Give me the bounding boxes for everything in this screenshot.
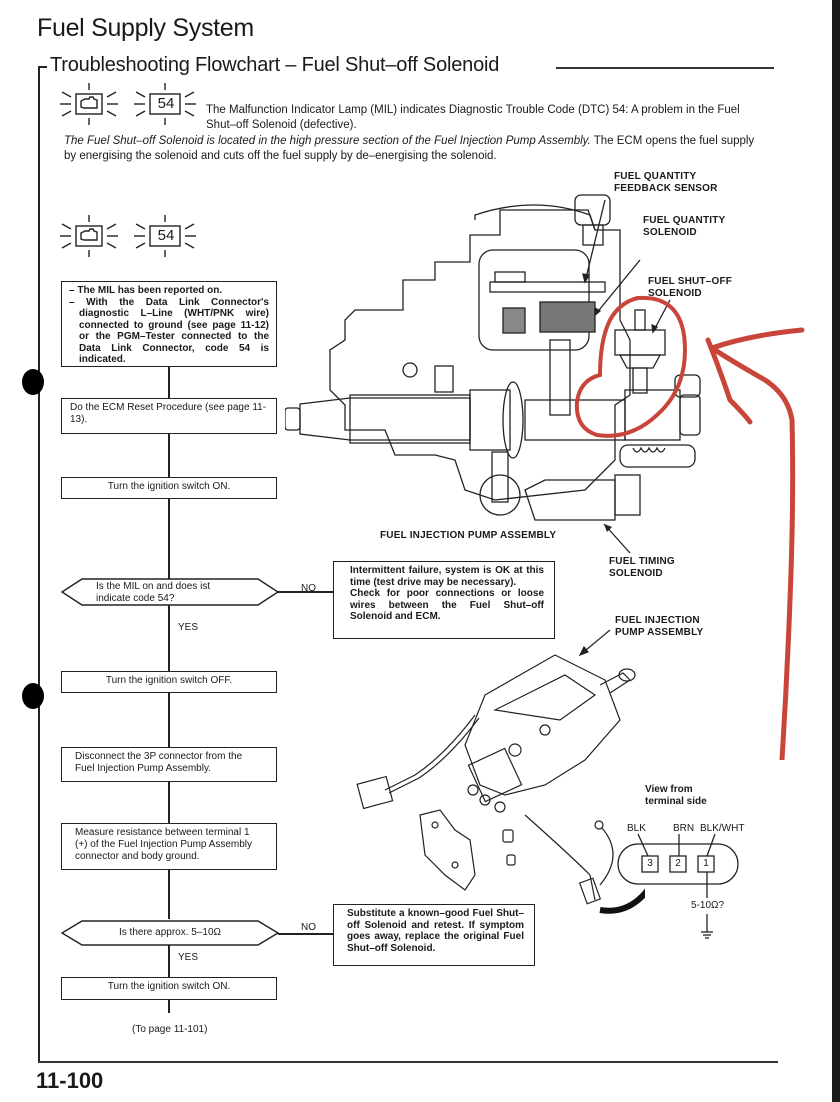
page-number: 11-100 <box>36 1068 104 1093</box>
connector-view-label: View from terminal side <box>645 784 707 807</box>
section-title: Troubleshooting Flowchart – Fuel Shut–of… <box>50 54 500 76</box>
decision-resistance: Is there approx. 5–10Ω <box>60 920 280 946</box>
decision-shape <box>60 920 280 946</box>
check-engine-icon <box>60 215 118 257</box>
substitute-solenoid-box: Substitute a known–good Fuel Shut–off So… <box>333 904 535 966</box>
frame-bottom-border <box>38 1061 778 1063</box>
code-lamp-icon <box>134 215 196 257</box>
decision-1-yes-label: YES <box>178 622 199 633</box>
connector-line <box>168 869 170 919</box>
label-pump-assembly: FUEL INJECTION PUMP ASSEMBLY <box>380 530 557 541</box>
terminal-3 <box>641 855 659 873</box>
timing-solenoid-leader <box>603 523 631 554</box>
annotation-arrow <box>705 327 805 760</box>
decision-2-yes-label: YES <box>178 952 199 963</box>
binder-hole-top <box>22 369 44 395</box>
step-ignition-off: Turn the ignition switch OFF. <box>61 671 277 693</box>
connector-line <box>168 498 170 580</box>
connector-line <box>168 366 170 398</box>
pump-cross-section-illustration <box>285 194 701 521</box>
mil-description: The Malfunction Indicator Lamp (MIL) ind… <box>206 104 740 131</box>
decision-mil-code-54: Is the MIL on and does ist indicate code… <box>60 578 280 606</box>
mil-indicator-icons-intro <box>60 83 196 125</box>
label-shutoff-solenoid: FUEL SHUT–OFF SOLENOID <box>648 276 733 299</box>
connector-3p-diagram <box>617 833 739 939</box>
decision-1-no-label: NO <box>301 583 316 594</box>
annotation-circle <box>574 295 688 438</box>
page-title: Fuel Supply System <box>37 14 254 42</box>
decision-shape <box>60 578 280 606</box>
resistance-label: 5-10Ω? <box>691 900 725 911</box>
terminal-label-2: 2 <box>675 858 681 869</box>
start-line-1: – The MIL has been reported on. <box>69 285 223 296</box>
wire-label-blk-wht: BLK/WHT <box>700 823 745 834</box>
start-line-2: – With the Data Link Connector's diagnos… <box>69 296 269 366</box>
solenoid-location-text: The Fuel Shut–off Solenoid is located in… <box>64 134 764 164</box>
terminal-label-3: 3 <box>647 858 653 869</box>
connector-line <box>168 999 170 1013</box>
decision-2-no-label: NO <box>301 922 316 933</box>
wire-label-brn: BRN <box>673 823 695 834</box>
section-title-rule <box>556 67 774 69</box>
terminal-2 <box>669 855 687 873</box>
no-branch-line-1 <box>278 591 333 593</box>
connector-line <box>168 604 170 671</box>
decision-1-text: Is the MIL on and does ist indicate code… <box>96 581 211 604</box>
code-lamp-icon <box>134 83 196 125</box>
right-edge-strip <box>832 0 840 1102</box>
label-pump-assembly-2: FUEL INJECTION PUMP ASSEMBLY <box>615 615 704 638</box>
step-ignition-on-2: Turn the ignition switch ON. <box>61 977 277 1000</box>
terminal-label-1: 1 <box>703 858 709 869</box>
connector-line <box>168 781 170 823</box>
mil-indicator-icons-flowchart <box>60 215 196 257</box>
connector-housing <box>617 843 739 885</box>
step-measure-resistance: Measure resistance between terminal 1 (+… <box>61 823 277 870</box>
mil-code-intro: 54 <box>157 95 175 112</box>
flowchart-start-box: – The MIL has been reported on. – With t… <box>61 281 277 367</box>
intermittent-line-1: Intermittent failure, system is OK at th… <box>350 565 544 588</box>
binder-hole-bottom <box>22 683 44 709</box>
frame-left-border <box>38 66 40 1062</box>
terminal-1 <box>697 855 715 873</box>
continue-page-note: (To page 11-101) <box>132 1024 208 1035</box>
mil-code-flowchart: 54 <box>157 227 175 244</box>
connector-line <box>168 433 170 477</box>
label-feedback-sensor: FUEL QUANTITY FEEDBACK SENSOR <box>614 171 718 194</box>
location-rest: The ECM opens the fuel supply by energis… <box>64 135 755 162</box>
location-italic: The Fuel Shut–off Solenoid is located in… <box>64 135 591 147</box>
intermittent-line-2: Check for poor connections or loose wire… <box>350 588 544 622</box>
connector-direction-arrow <box>599 888 645 914</box>
wire-label-blk: BLK <box>627 823 646 834</box>
decision-2-text: Is there approx. 5–10Ω <box>119 927 221 938</box>
connector-line <box>168 692 170 747</box>
no-branch-line-2 <box>278 933 333 935</box>
connector-line <box>168 942 170 977</box>
step-ecm-reset: Do the ECM Reset Procedure (see page 11-… <box>61 398 277 434</box>
pump-exploded-illustration <box>356 629 645 914</box>
step-disconnect-connector: Disconnect the 3P connector from the Fue… <box>61 747 277 782</box>
step-ignition-on: Turn the ignition switch ON. <box>61 477 277 499</box>
label-timing-solenoid: FUEL TIMING SOLENOID <box>609 556 675 579</box>
label-quantity-solenoid: FUEL QUANTITY SOLENOID <box>643 215 726 238</box>
intermittent-failure-box: Intermittent failure, system is OK at th… <box>333 561 555 639</box>
frame-top-tick <box>38 66 47 68</box>
check-engine-icon <box>60 83 118 125</box>
